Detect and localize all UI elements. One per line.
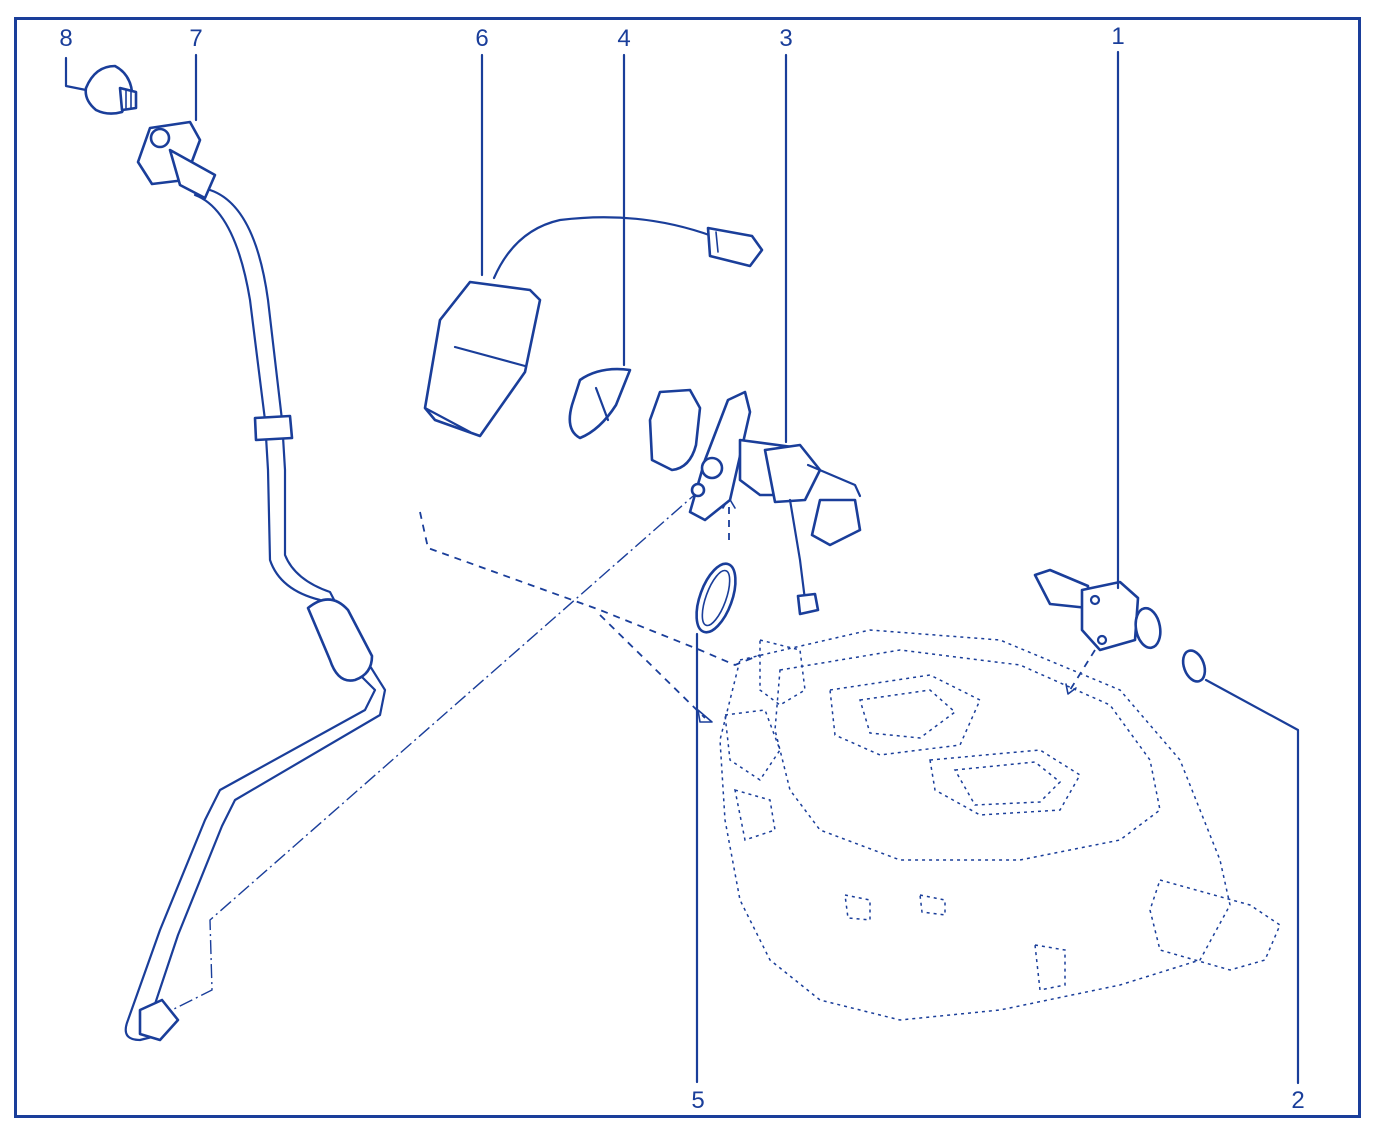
callout-8: 8	[59, 25, 72, 52]
part-5-o-ring	[695, 562, 737, 634]
callout-labels: 8 7 6 4 3 1 5 2	[59, 23, 1304, 1114]
callout-2: 2	[1291, 1087, 1304, 1114]
part-6-reservoir	[423, 216, 764, 438]
engine-housing-outline	[719, 629, 1281, 1021]
part-7-hydraulic-pipe	[124, 120, 387, 1042]
part-3-master-cylinder	[648, 388, 862, 616]
callout-4: 4	[617, 25, 630, 52]
callout-1: 1	[1111, 23, 1124, 50]
callout-5: 5	[691, 1087, 704, 1114]
part-2-washer	[1181, 649, 1207, 683]
part-1-union-fitting	[1033, 568, 1162, 652]
part-8-bleed-cap	[84, 64, 138, 115]
callout-6: 6	[475, 25, 488, 52]
diagram-frame	[14, 17, 1361, 1118]
callout-3: 3	[779, 25, 792, 52]
leader-lines	[64, 50, 1300, 1085]
assembly-guide-lines	[167, 489, 1096, 1013]
callout-7: 7	[189, 25, 202, 52]
part-4-boot	[568, 367, 632, 440]
